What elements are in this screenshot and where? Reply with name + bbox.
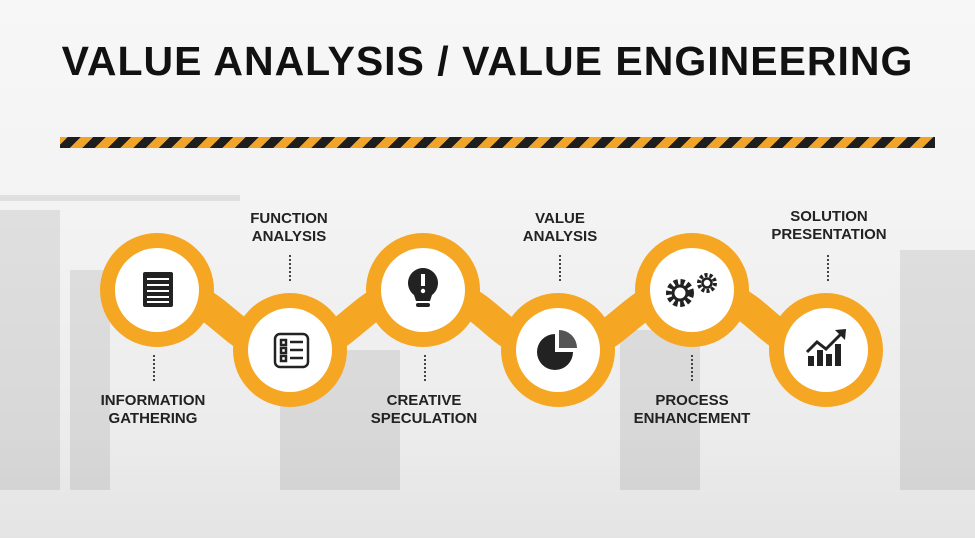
lightbulb-icon bbox=[408, 268, 438, 307]
hazard-stripe-divider bbox=[60, 137, 935, 148]
dotted-connector bbox=[559, 255, 561, 281]
step-circle-4 bbox=[501, 293, 615, 407]
pie-chart-icon bbox=[537, 330, 577, 370]
page-title: VALUE ANALYSIS / VALUE ENGINEERING bbox=[61, 38, 914, 84]
dotted-connector bbox=[153, 355, 155, 381]
dotted-connector bbox=[289, 255, 291, 281]
document-icon bbox=[143, 272, 173, 307]
dotted-connector bbox=[424, 355, 426, 381]
growth-chart-icon bbox=[805, 329, 846, 366]
gears-icon bbox=[666, 273, 717, 307]
dotted-connector bbox=[691, 355, 693, 381]
checklist-icon bbox=[273, 332, 310, 369]
dotted-connector bbox=[827, 255, 829, 281]
